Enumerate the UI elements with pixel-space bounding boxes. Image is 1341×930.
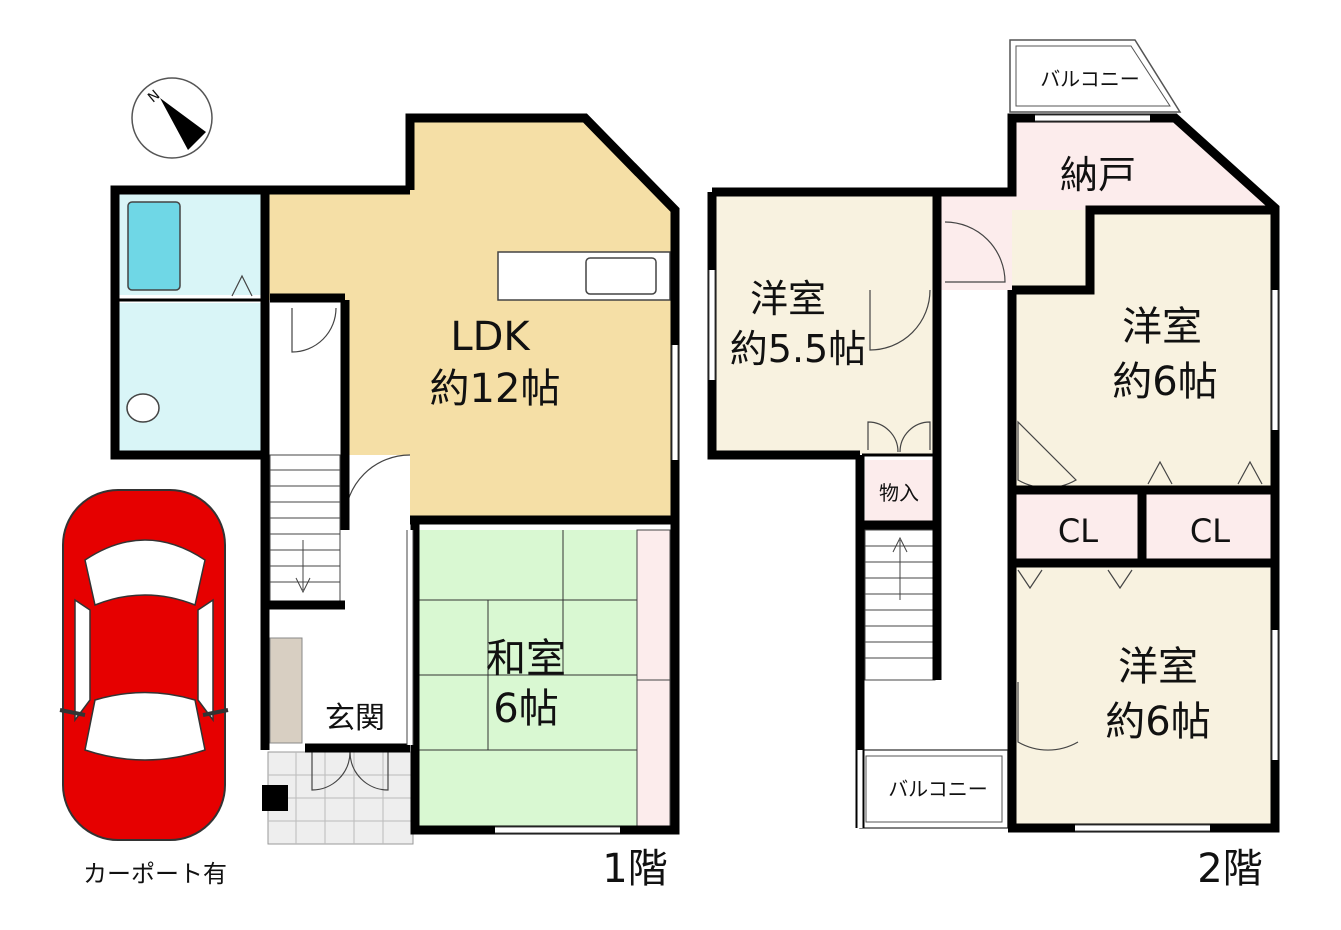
nando-label: 納戸 [1060, 153, 1136, 197]
washroom [115, 303, 265, 455]
stairs-1f [269, 454, 341, 606]
yoshitsu-a-room [712, 192, 937, 454]
yoshitsu-b-room [1012, 210, 1275, 490]
car-icon [59, 489, 229, 841]
yoshitsu-c-size-label: 約6帖 [1105, 699, 1210, 745]
balcony-bottom-label: バルコニー [888, 777, 988, 801]
washitsu-size-label: 6帖 [493, 686, 558, 732]
floor2-label: 2階 [1197, 846, 1262, 892]
post-box-icon [262, 785, 288, 811]
sink-icon [126, 393, 160, 423]
compass-icon: N [131, 77, 213, 159]
closet-2 [1145, 494, 1275, 560]
ldk-size-label: 約12帖 [430, 366, 561, 412]
closet-1-label: CL [1058, 512, 1098, 550]
bathtub-icon [127, 201, 181, 291]
ldk-name-label: LDK [450, 314, 531, 360]
yoshitsu-c-room [1012, 565, 1275, 827]
carport-label: カーポート有 [83, 860, 227, 888]
yoshitsu-b-size-label: 約6帖 [1112, 359, 1217, 405]
genkan-label: 玄関 [325, 701, 385, 736]
yoshitsu-a-name-label: 洋室 [750, 277, 826, 321]
washitsu-name-label: 和室 [486, 636, 566, 682]
kitchen-sink-icon [585, 257, 657, 295]
floor1-plan: N [59, 77, 680, 892]
balcony-bottom [859, 749, 1009, 829]
floor2-plan: 洋室 約5.5帖 洋室 約6帖 洋室 約6帖 納戸 物入 CL CL バルコニー… [707, 39, 1280, 892]
ldk-room [268, 118, 672, 520]
oshiire-upper [636, 529, 671, 681]
oshiire-lower [636, 679, 671, 831]
floor1-label: 1階 [602, 846, 667, 892]
monoire-closet [865, 460, 933, 522]
balcony-top-label: バルコニー [1040, 67, 1140, 91]
closet-1 [1015, 494, 1140, 560]
shoe-cabinet [269, 637, 303, 744]
yoshitsu-c-name-label: 洋室 [1118, 644, 1198, 690]
yoshitsu-a-size-label: 約5.5帖 [730, 327, 866, 371]
balcony-top [1009, 39, 1182, 113]
closet-2-label: CL [1190, 512, 1230, 550]
yoshitsu-b-name-label: 洋室 [1122, 304, 1202, 350]
monoire-label: 物入 [879, 481, 919, 505]
washitsu-room [415, 530, 637, 830]
